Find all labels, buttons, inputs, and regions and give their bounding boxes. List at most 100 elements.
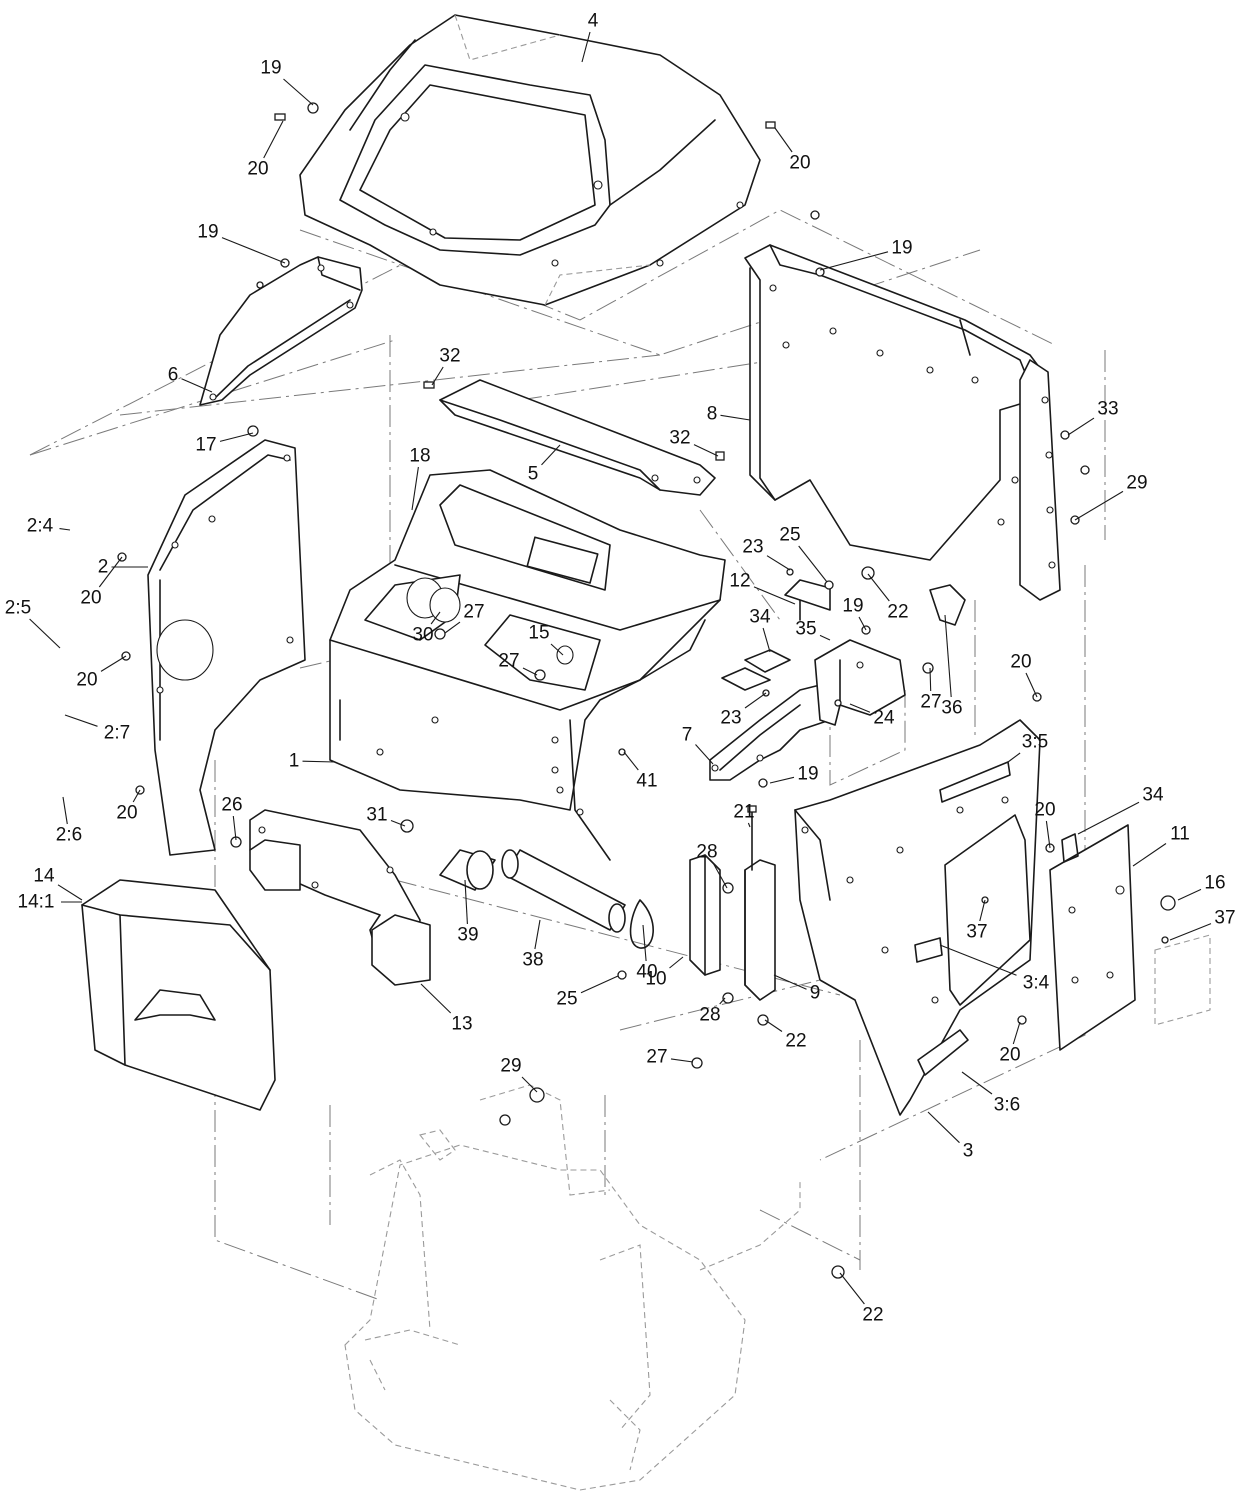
- callout-leader: [839, 1272, 865, 1305]
- callout-c26: 26: [221, 795, 243, 841]
- callout-label: 20: [1034, 800, 1055, 821]
- callout-leader: [521, 1076, 538, 1093]
- callout-label: 34: [1142, 785, 1164, 806]
- callout-leader: [1074, 490, 1124, 521]
- callout-leader: [522, 667, 538, 676]
- callout-label: 41: [636, 771, 657, 792]
- callout-c1: 1: [289, 751, 336, 772]
- hood-part-4: [299, 14, 761, 306]
- callout-c20d: 20: [76, 655, 127, 691]
- callout-leader: [929, 667, 932, 692]
- callout-label: 20: [1010, 652, 1031, 673]
- callout-c8: 8: [707, 404, 751, 425]
- callout-c3: 3: [927, 1111, 973, 1162]
- callout-c29a: 29: [1074, 473, 1148, 521]
- callout-label: 2: [98, 557, 109, 578]
- callout-c5: 5: [528, 444, 561, 485]
- callout-label: 26: [221, 795, 242, 816]
- callout-leader: [1007, 752, 1021, 763]
- callout-label: 3:5: [1022, 732, 1048, 753]
- callout-label: 31: [366, 805, 387, 826]
- callout-leader: [1177, 888, 1202, 901]
- callout-c20a: 20: [247, 120, 284, 180]
- callout-c33: 33: [1067, 399, 1119, 436]
- callout-leader: [100, 655, 127, 672]
- callout-label: 34: [749, 607, 771, 628]
- callout-c2_5: 2:5: [5, 598, 61, 649]
- callout-c37b: 37: [966, 899, 988, 943]
- tube-part-38: [501, 849, 626, 933]
- callout-label: 25: [779, 525, 800, 546]
- callout-leader: [939, 944, 1017, 976]
- callout-label: 5: [528, 464, 539, 485]
- callout-c6: 6: [168, 365, 213, 393]
- callout-c31: 31: [366, 805, 406, 827]
- callout-leader: [642, 924, 647, 962]
- callout-c40: 40: [636, 924, 658, 983]
- callout-label: 18: [409, 446, 430, 467]
- callout-c34a: 34: [749, 607, 771, 653]
- callout-leader: [29, 618, 61, 649]
- callout-c29b: 29: [500, 1056, 538, 1093]
- callout-leader: [534, 919, 541, 950]
- callout-label: 8: [707, 404, 718, 425]
- callout-c16: 16: [1177, 873, 1226, 901]
- callout-c39: 39: [457, 879, 479, 946]
- callout-label: 33: [1097, 399, 1118, 420]
- callout-c19b: 19: [197, 222, 286, 264]
- callout-label: 20: [999, 1045, 1020, 1066]
- side-plate-edge: [1019, 359, 1061, 601]
- callout-c20c: 20: [80, 556, 123, 609]
- console-part-1: [329, 469, 726, 861]
- callout-label: 20: [76, 670, 97, 691]
- callout-leader: [181, 378, 213, 393]
- callout-label: 9: [810, 983, 821, 1004]
- clamp-part-40: [629, 899, 654, 949]
- bracket-part-9: [744, 859, 776, 1001]
- callout-c2_4: 2:4: [27, 516, 71, 537]
- callout-c32b: 32: [669, 428, 719, 457]
- callout-label: 11: [1170, 824, 1190, 845]
- callout-c4: 4: [581, 11, 599, 63]
- callout-leader: [720, 414, 751, 421]
- callout-label: 19: [797, 764, 818, 785]
- callout-c17: 17: [195, 432, 254, 456]
- callout-leader: [747, 822, 751, 828]
- callout-c41: 41: [623, 751, 658, 792]
- callout-c24: 24: [849, 703, 895, 729]
- callout-c20h: 20: [999, 1021, 1021, 1066]
- callout-label: 6: [168, 365, 179, 386]
- bracket-part-10: [689, 854, 721, 976]
- callout-c28b: 28: [699, 997, 726, 1026]
- callout-leader: [464, 879, 468, 925]
- callout-label: 27: [920, 692, 941, 713]
- callout-leader: [623, 751, 639, 771]
- fasteners: [117, 102, 1176, 1279]
- callout-leader: [132, 789, 141, 803]
- callout-leader: [411, 466, 419, 511]
- decal-part-37: [1154, 934, 1211, 1026]
- callout-leader: [302, 760, 336, 763]
- callout-leader: [867, 573, 890, 602]
- callout-c27b: 27: [498, 651, 538, 676]
- callout-leader: [263, 120, 284, 159]
- callout-label: 39: [457, 925, 478, 946]
- callout-leader: [849, 703, 871, 713]
- bracket-part-13: [249, 809, 431, 986]
- callout-label: 36: [941, 698, 962, 719]
- callout-label: 3:6: [994, 1095, 1020, 1116]
- callout-label: 2:4: [27, 516, 54, 537]
- callout-c19e: 19: [769, 764, 819, 785]
- base-frame: [344, 1084, 801, 1491]
- callout-leader: [283, 78, 314, 106]
- callout-c7: 7: [682, 725, 714, 765]
- callout-leader: [1025, 672, 1038, 698]
- outer-plate-part-11: [1049, 824, 1136, 1051]
- callout-c36: 36: [941, 614, 963, 719]
- clip-part-36: [929, 584, 966, 626]
- callout-label: 2:5: [5, 598, 31, 619]
- callout-c22c: 22: [839, 1272, 884, 1326]
- callout-leader: [444, 621, 461, 634]
- callout-c9: 9: [773, 974, 821, 1004]
